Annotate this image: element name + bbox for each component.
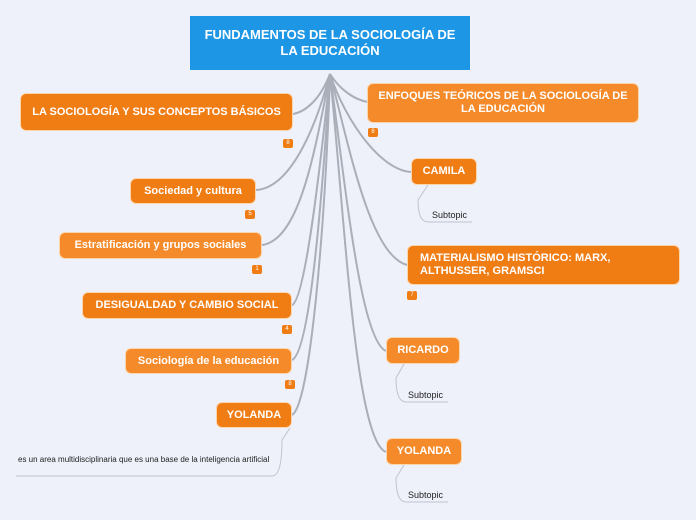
topic-label: Sociología de la educación	[137, 354, 280, 367]
topic-estratificacion[interactable]: Estratificación y grupos sociales	[59, 232, 262, 259]
topic-label: YOLANDA	[396, 445, 452, 457]
child-count-badge[interactable]: 5	[245, 210, 255, 219]
topic-yolanda-left[interactable]: YOLANDA	[216, 402, 292, 428]
root-title: FUNDAMENTOS DE LA SOCIOLOGÍA DE LA EDUCA…	[204, 27, 456, 58]
topic-label: CAMILA	[422, 165, 466, 177]
child-count-badge[interactable]: 7	[407, 291, 417, 300]
topic-ricardo[interactable]: RICARDO	[386, 337, 460, 364]
child-count-badge[interactable]: 8	[368, 128, 378, 137]
topic-yolanda-right[interactable]: YOLANDA	[386, 438, 462, 465]
subtopic-label[interactable]: Subtopic	[408, 490, 444, 500]
topic-label: DESIGUALDAD Y CAMBIO SOCIAL	[95, 299, 279, 311]
root-topic[interactable]: FUNDAMENTOS DE LA SOCIOLOGÍA DE LA EDUCA…	[190, 16, 470, 70]
child-count-badge[interactable]: 1	[252, 265, 262, 274]
subtopic-label[interactable]: Subtopic	[432, 210, 468, 220]
topic-camila[interactable]: CAMILA	[411, 158, 477, 185]
subtopic-label[interactable]: Subtopic	[408, 390, 444, 400]
child-count-badge[interactable]: 8	[285, 380, 295, 389]
topic-label: RICARDO	[397, 344, 449, 356]
child-count-badge[interactable]: 4	[282, 325, 292, 334]
child-count-badge[interactable]: 8	[283, 139, 293, 148]
topic-sociedad-cultura[interactable]: Sociedad y cultura	[130, 178, 256, 204]
topic-label: MATERIALISMO HISTÓRICO: MARX, ALTHUSSER,…	[420, 252, 611, 277]
topic-enfoques-teoricos[interactable]: ENFOQUES TEÓRICOS DE LA SOCIOLOGÍA DE LA…	[367, 83, 639, 123]
note-text[interactable]: es un area multidisciplinaria que es una…	[18, 455, 270, 464]
topic-label: Estratificación y grupos sociales	[74, 239, 247, 251]
topic-desigualdad[interactable]: DESIGUALDAD Y CAMBIO SOCIAL	[82, 292, 292, 319]
topic-label: Sociedad y cultura	[144, 184, 242, 197]
topic-sociologia-conceptos[interactable]: LA SOCIOLOGÍA Y SUS CONCEPTOS BÁSICOS	[20, 93, 293, 131]
topic-materialismo[interactable]: MATERIALISMO HISTÓRICO: MARX, ALTHUSSER,…	[407, 245, 680, 285]
topic-sociologia-educacion[interactable]: Sociología de la educación	[125, 348, 292, 374]
topic-label: ENFOQUES TEÓRICOS DE LA SOCIOLOGÍA DE LA…	[378, 90, 628, 115]
topic-label: YOLANDA	[226, 408, 282, 421]
topic-label: LA SOCIOLOGÍA Y SUS CONCEPTOS BÁSICOS	[32, 105, 281, 118]
